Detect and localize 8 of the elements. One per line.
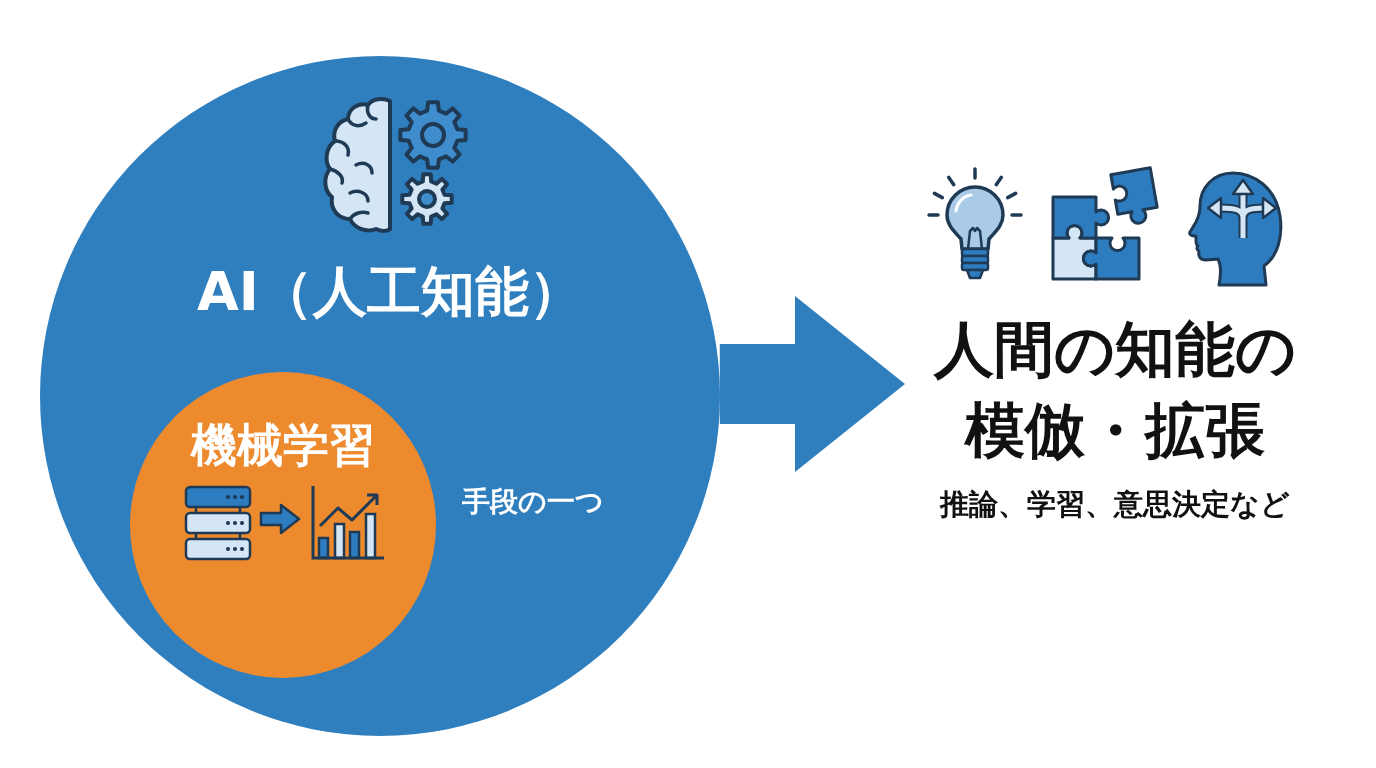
heading: AI（人工知能） <box>196 259 584 325</box>
block-arrow <box>719 296 905 472</box>
inner-circle <box>130 372 436 678</box>
heading: 機械学習 <box>189 417 376 473</box>
subheading: 推論、学習、意思決定など <box>938 486 1291 522</box>
caption-text: 手段の一つ <box>462 484 604 520</box>
large-circle <box>40 56 720 736</box>
heading: 人間の知能の模倣・拡張 <box>932 313 1297 467</box>
